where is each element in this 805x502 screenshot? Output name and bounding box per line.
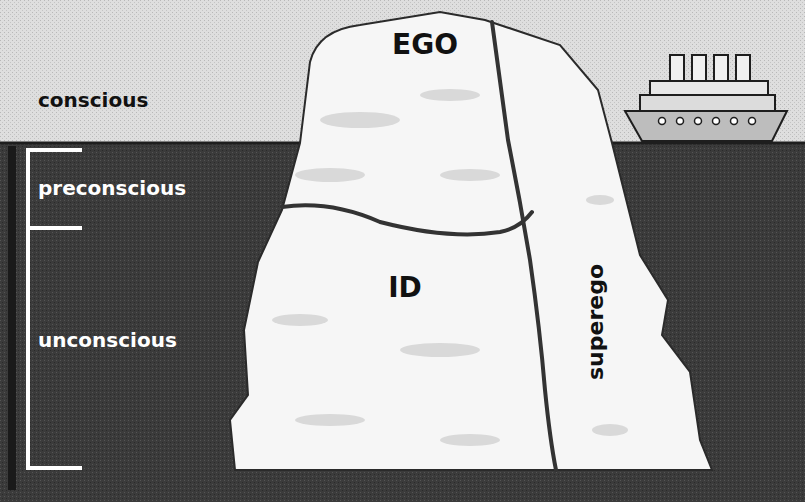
level-label: preconscious [38, 178, 186, 198]
level-label: unconscious [38, 330, 177, 350]
part-name: ID [388, 274, 422, 302]
part-name: EGO [392, 31, 458, 59]
level-label: conscious [38, 90, 148, 110]
part-name: superego [585, 264, 607, 380]
